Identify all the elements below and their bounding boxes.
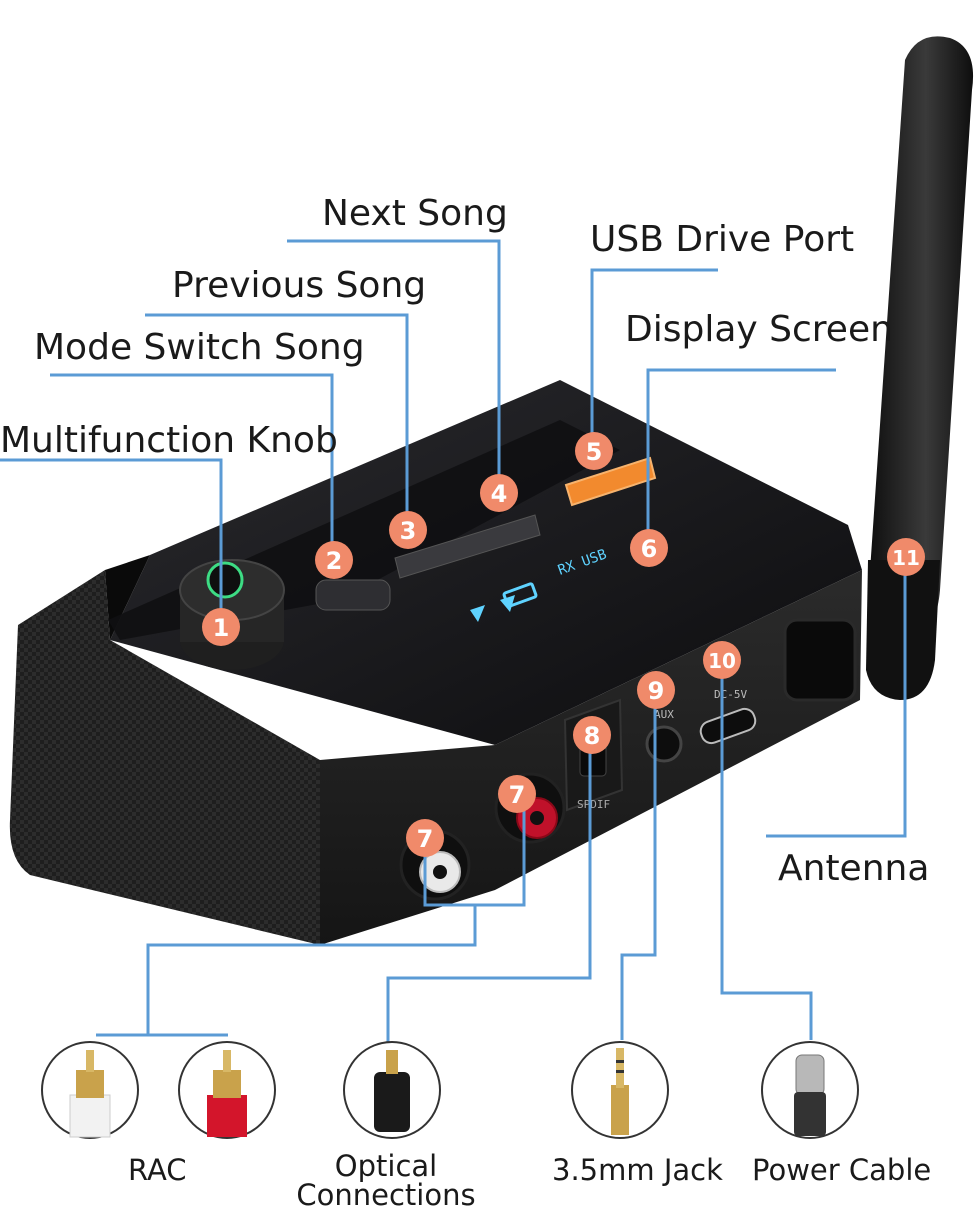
svg-text:AUX: AUX <box>654 708 674 721</box>
label-usb-drive-port: USB Drive Port <box>590 219 855 260</box>
svg-text:9: 9 <box>648 677 665 705</box>
label-display-screen: Display Screen <box>625 309 893 350</box>
label-optical-line1: Optical <box>334 1149 438 1183</box>
label-rac: RAC <box>128 1153 187 1187</box>
svg-text:2: 2 <box>326 547 343 575</box>
optical-plug-icon <box>343 1041 441 1139</box>
antenna-body <box>868 36 974 640</box>
device-top-panel <box>110 380 862 745</box>
svg-text:3: 3 <box>400 517 417 545</box>
badge-7b: 7 <box>498 775 536 813</box>
badge-5: 5 <box>575 432 613 470</box>
badge-7a: 7 <box>406 819 444 857</box>
label-optical-line2: Connections <box>296 1178 476 1212</box>
leader-lines <box>0 239 907 1045</box>
number-badges: 1 2 3 4 5 6 7 7 8 9 10 11 <box>202 432 925 857</box>
svg-text:SPDIF: SPDIF <box>577 798 610 811</box>
badge-3: 3 <box>389 511 427 549</box>
svg-text:8: 8 <box>584 722 601 750</box>
badge-9: 9 <box>637 671 675 709</box>
rca-red-plug-icon <box>178 1041 276 1139</box>
badge-8: 8 <box>573 716 611 754</box>
label-multifunction-knob: Multifunction Knob <box>0 420 338 461</box>
label-optical: Optical Connections <box>296 1152 476 1210</box>
mode-button-shape <box>315 579 391 611</box>
badge-1: 1 <box>202 608 240 646</box>
label-mode-switch-song: Mode Switch Song <box>34 327 365 368</box>
label-power-cable: Power Cable <box>752 1153 932 1187</box>
audio-jack-icon <box>571 1041 669 1139</box>
badge-10: 10 <box>703 641 741 679</box>
aux-port-shape <box>645 725 683 763</box>
label-next-song: Next Song <box>322 193 508 234</box>
usbc-cable-icon <box>761 1041 859 1139</box>
label-3-5mm-jack: 3.5mm Jack <box>552 1153 723 1187</box>
svg-text:10: 10 <box>708 649 736 673</box>
svg-text:7: 7 <box>417 825 434 853</box>
svg-text:DC-5V: DC-5V <box>714 688 747 701</box>
usb-port-shape <box>564 456 657 507</box>
device-carbon-side <box>9 570 320 945</box>
rca-white-plug-icon <box>41 1041 139 1139</box>
svg-text:6: 6 <box>641 535 658 563</box>
svg-text:7: 7 <box>509 781 526 809</box>
svg-text:1: 1 <box>213 614 230 642</box>
svg-text:5: 5 <box>586 438 603 466</box>
badge-11: 11 <box>887 538 925 576</box>
label-previous-song: Previous Song <box>172 265 427 306</box>
svg-text:4: 4 <box>491 480 508 508</box>
usbc-port-shape <box>699 707 757 745</box>
rocker-button-shape <box>394 514 541 579</box>
badge-6: 6 <box>630 529 668 567</box>
label-antenna: Antenna <box>778 848 930 889</box>
badge-4: 4 <box>480 474 518 512</box>
svg-text:11: 11 <box>892 546 920 570</box>
badge-2: 2 <box>315 541 353 579</box>
